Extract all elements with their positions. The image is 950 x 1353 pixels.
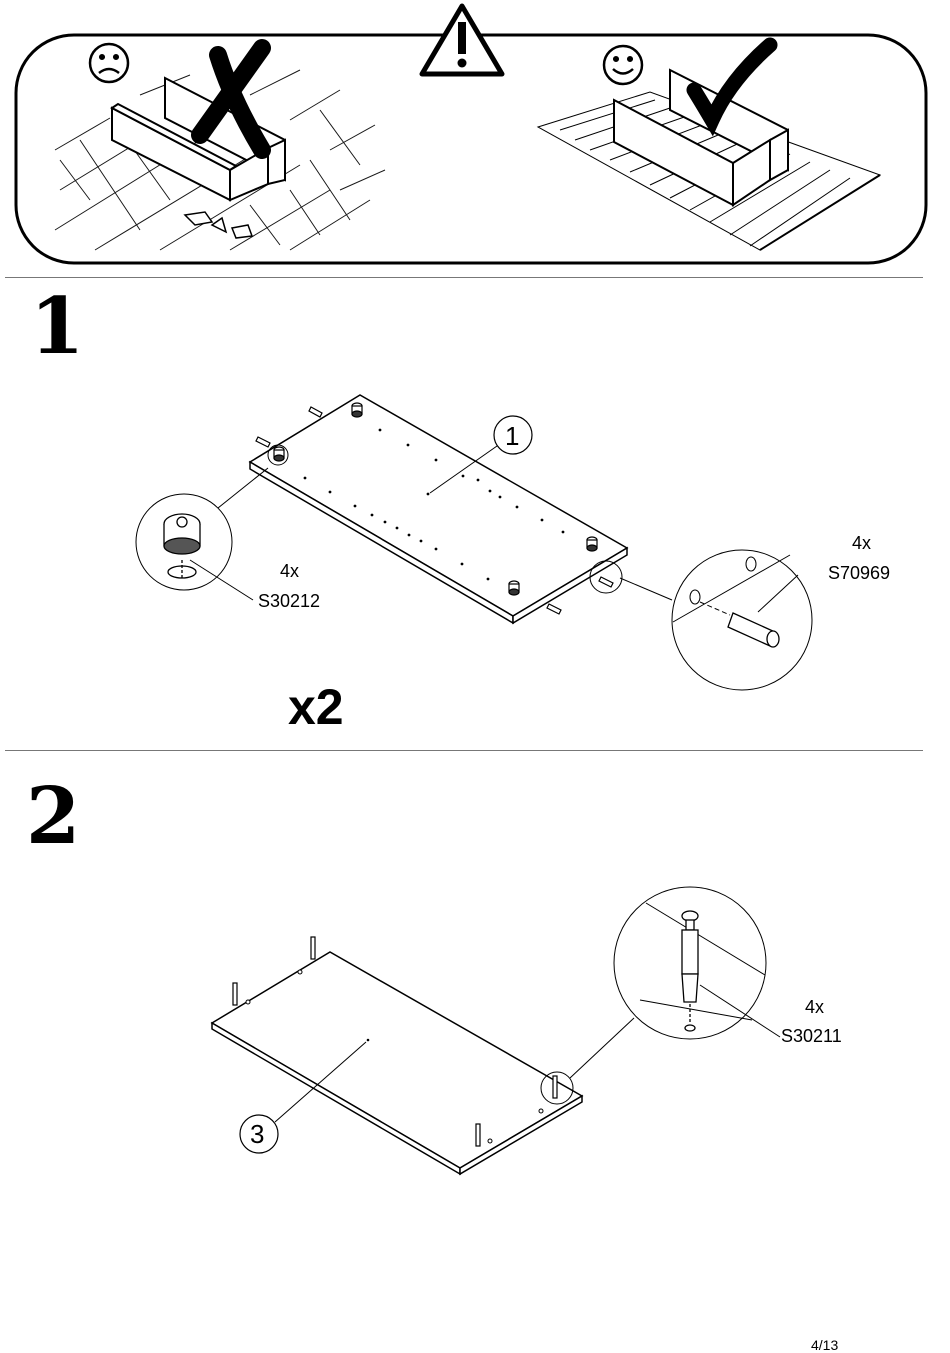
section-divider <box>5 277 923 278</box>
part-code: S30212 <box>258 592 320 610</box>
sad-face-icon <box>90 44 128 82</box>
step-number: 1 <box>30 288 82 366</box>
page-number: 4/13 <box>811 1337 838 1353</box>
quantity-multiplier: x2 <box>288 682 344 732</box>
panel-label: 3 <box>250 1121 264 1147</box>
part-code: S30211 <box>781 1027 842 1045</box>
part-code: S70969 <box>828 564 890 582</box>
debris <box>185 212 252 238</box>
section-divider <box>5 750 923 751</box>
panel-label: 1 <box>505 423 519 449</box>
step-number: 2 <box>26 778 78 856</box>
happy-face-icon <box>604 46 642 84</box>
part-qty: 4x <box>852 534 871 552</box>
part-qty: 4x <box>280 562 299 580</box>
warning-triangle-icon <box>422 6 502 74</box>
step1-panel <box>250 395 627 623</box>
part-qty: 4x <box>805 998 824 1016</box>
